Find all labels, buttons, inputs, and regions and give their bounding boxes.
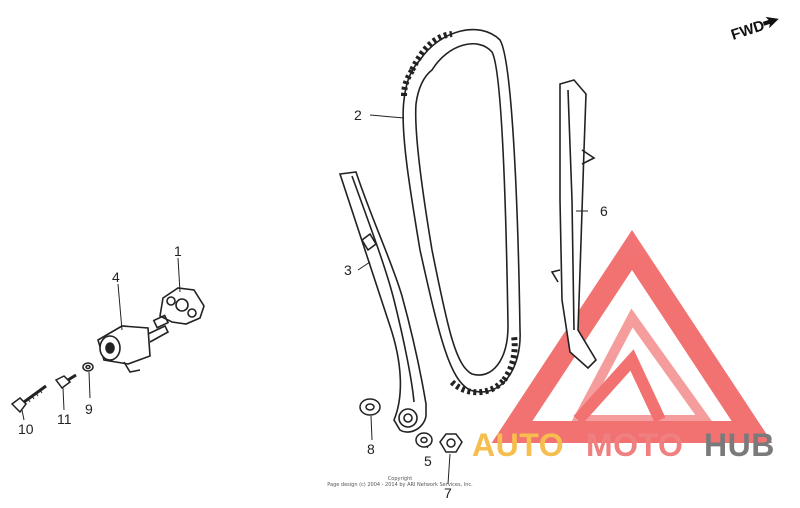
part-cam-chain	[401, 28, 521, 396]
part-collar-8	[359, 398, 381, 416]
part-gasket	[159, 287, 205, 325]
part-washer-5	[415, 432, 433, 448]
callout-2: 2	[354, 107, 362, 123]
copyright-line-2: Page design (c) 2004 - 2014 by ARI Netwo…	[327, 482, 473, 488]
watermark-auto: AUTO	[472, 427, 564, 463]
callout-11: 11	[57, 411, 72, 427]
part-bolt-10	[10, 384, 47, 414]
fwd-indicator: FWD	[729, 16, 779, 44]
arrow-right-icon	[762, 16, 779, 29]
callout-10: 10	[18, 421, 34, 437]
callout-9: 9	[85, 401, 93, 417]
part-chain-guide	[550, 79, 598, 370]
part-bolt-11	[54, 373, 77, 390]
callout-4: 4	[112, 269, 120, 285]
copyright-notice: Copyright Page design (c) 2004 - 2014 by…	[327, 476, 473, 488]
callout-labels: 1 2 3 4 5 6 7 8 9 10 11	[18, 107, 608, 501]
part-nut-7	[439, 433, 463, 453]
part-tensioner-lifter	[97, 314, 170, 373]
watermark-text: AUTO MOTO HUB	[472, 427, 775, 463]
callout-6: 6	[600, 203, 608, 219]
callout-3: 3	[344, 262, 352, 278]
callout-7: 7	[444, 485, 452, 501]
part-washer-9	[82, 362, 94, 372]
callout-1: 1	[174, 243, 182, 259]
copyright-line-1: Copyright	[388, 476, 412, 482]
watermark-logo	[491, 230, 773, 443]
part-tensioner-arm	[338, 171, 427, 433]
callout-5: 5	[424, 453, 432, 469]
fwd-label: FWD	[729, 17, 767, 44]
watermark-moto: MOTO	[586, 427, 683, 463]
watermark-hub: HUB	[704, 427, 775, 463]
leader-lines	[21, 114, 588, 485]
callout-8: 8	[367, 441, 375, 457]
